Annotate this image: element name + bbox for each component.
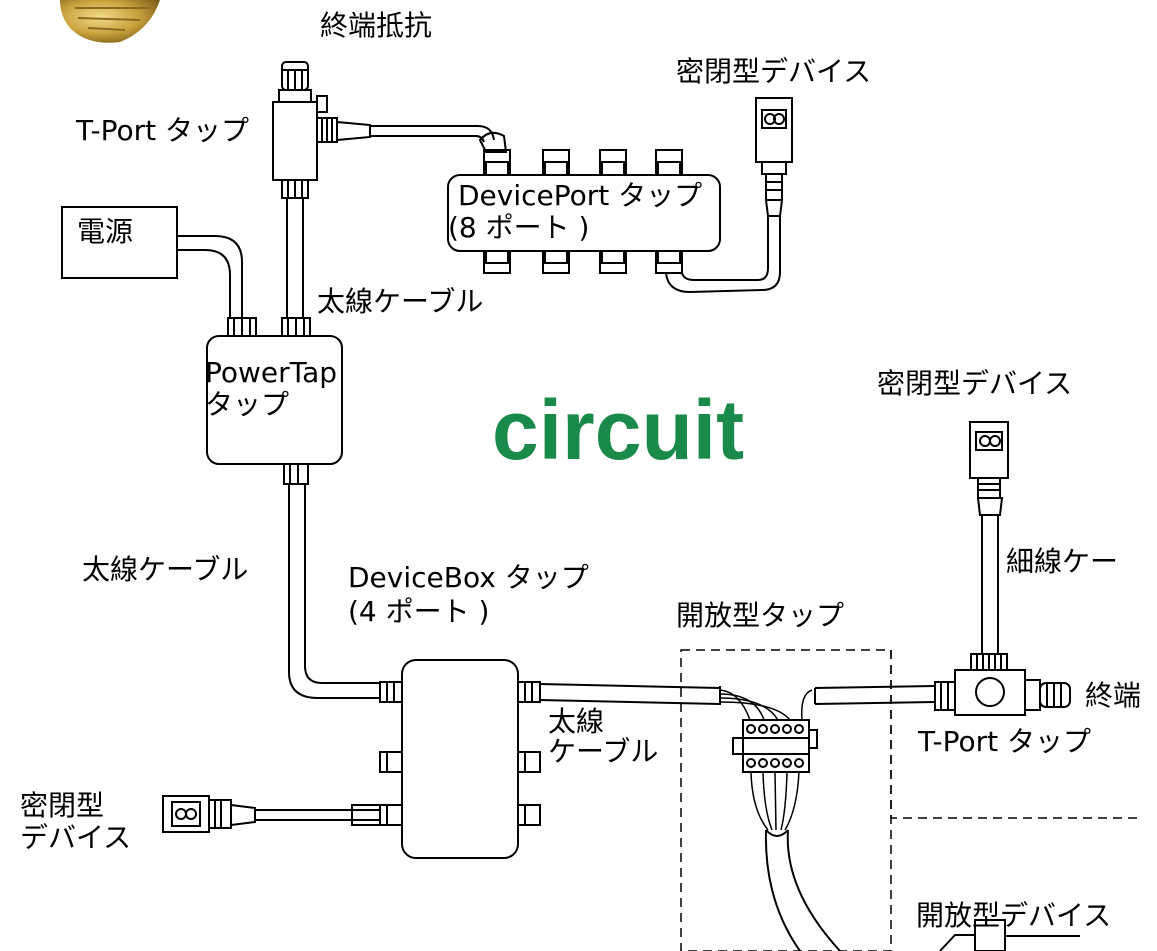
devicebox-label-line1: DeviceBox タップ [348, 561, 589, 594]
thick-cable-mid-label-line2: ケーブル [548, 735, 659, 768]
thick-cable-left-label: 太線ケーブル [82, 553, 249, 586]
tport-right [934, 653, 1071, 716]
thick-cable-mid [539, 683, 721, 705]
sealed-device-left-label-line1: 密閉型 [20, 789, 105, 822]
power-supply-box [61, 206, 178, 279]
tport-top-label: T-Port タップ [76, 114, 250, 147]
thick-cable-vertical-top [286, 198, 304, 318]
thin-cable-label: 細線ケー [1006, 545, 1119, 578]
brass-connector-photo [60, 0, 160, 43]
powertap-label-line1: PowerTap [205, 356, 338, 389]
devicebox-label-line2: (4 ポート ) [348, 595, 490, 628]
thin-cable-vertical [976, 497, 1004, 654]
devicebox [401, 659, 519, 859]
terminal-block [732, 719, 818, 773]
open-tap-label: 開放型タップ [676, 599, 845, 632]
drop-cable-deviceport [665, 216, 781, 294]
sealed-device-left-label-line2: デバイス [20, 821, 132, 854]
thick-cable-mid-label-line1: 太線 [548, 705, 605, 738]
deviceport-tap-label-line1: DevicePort タップ [458, 179, 703, 212]
sealed-device-right-label: 密閉型デバイス [877, 367, 1073, 400]
open-device-label: 開放型デバイス [916, 899, 1112, 932]
drop-cable-top [370, 125, 495, 141]
power-supply-label: 電源 [77, 215, 134, 248]
thin-cable-right [814, 685, 936, 705]
deviceport-tap [447, 149, 721, 274]
terminator-right-label: 終端 [1085, 679, 1142, 712]
sealed-device-right [969, 421, 1009, 499]
terminator-top-label: 終端抵抗 [320, 9, 433, 42]
circuit-watermark: circuit [492, 383, 745, 477]
powertap-top-fittings [227, 317, 311, 337]
powertap-label-line2: タップ [205, 388, 290, 421]
tport-top [272, 61, 371, 199]
sealed-device-top [755, 97, 793, 217]
sealed-device-left [162, 795, 381, 833]
open-tap-wires [719, 689, 813, 721]
open-device-fragment [939, 919, 1080, 951]
sealed-device-top-label: 密閉型デバイス [676, 55, 872, 88]
thick-cable-top-label: 太線ケーブル [317, 285, 484, 318]
deviceport-tap-label-line2: (8 ポート ) [448, 211, 590, 244]
powertap-box [206, 335, 343, 465]
power-cable [177, 235, 243, 318]
thick-cable-left [288, 484, 380, 699]
open-device-cable [764, 829, 801, 951]
tport-right-label: T-Port タップ [918, 725, 1092, 758]
